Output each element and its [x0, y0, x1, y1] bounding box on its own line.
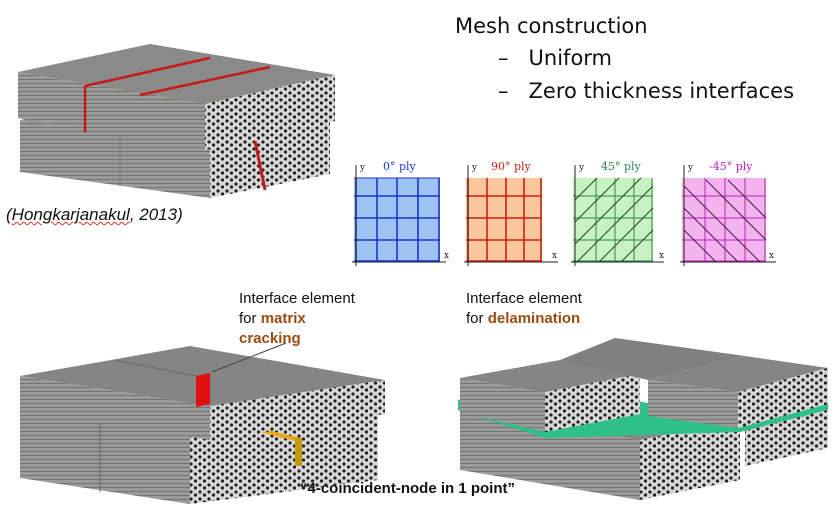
ply-axis-letters: y x y x y x y x — [359, 163, 774, 261]
bullet-dash: – — [498, 79, 509, 103]
citation-author: Hongkarjanakul — [11, 205, 130, 224]
plym45-y-label: y — [687, 163, 694, 173]
ply0-y-label: y — [359, 163, 366, 173]
laminate-3d-view — [18, 44, 335, 198]
bullet-dash: – — [498, 46, 509, 70]
ply-mesh-0 — [354, 177, 440, 262]
delamination-model — [458, 338, 828, 500]
note-highlight: delamination — [487, 310, 581, 327]
ply90-x-label: x — [552, 251, 557, 261]
matrix-cracking-note: Interface element for matrix cracking — [239, 289, 355, 349]
ply-mesh-90 — [466, 178, 542, 262]
citation-year: , 2013) — [129, 205, 183, 224]
citation-open: ( — [6, 205, 12, 224]
note-highlight-2: cracking — [239, 330, 301, 347]
delamination-note: Interface element for delamination — [466, 289, 582, 329]
matrix-cracking-model — [20, 342, 385, 504]
bullet-text: Uniform — [528, 46, 613, 70]
ply45-x-label: x — [659, 251, 664, 261]
ply90-y-label: y — [471, 163, 478, 173]
ply45-y-label: y — [578, 163, 585, 173]
note-prefix: for — [466, 310, 488, 327]
plym45-x-label: x — [769, 251, 774, 261]
note-line1: Interface element — [239, 290, 355, 307]
note-line1: Interface element — [466, 290, 582, 307]
caption: “4-coincident-node in 1 point” — [300, 480, 515, 497]
note-line3: cracking — [239, 329, 355, 349]
ply45-label: 45° ply — [601, 160, 642, 173]
note-prefix: for — [239, 310, 261, 327]
note-line2: for matrix — [239, 309, 355, 329]
slide-title: Mesh construction — [455, 14, 648, 38]
citation: (Hongkarjanakul, 2013) — [6, 205, 183, 225]
note-line2: for delamination — [466, 309, 582, 329]
ply90-label: 90° ply — [491, 160, 532, 173]
bullet-text: Zero thickness interfaces — [528, 79, 795, 103]
bullet-zero-thickness: – Zero thickness interfaces — [498, 79, 794, 103]
bullet-uniform: – Uniform — [498, 46, 612, 70]
ply0-label: 0° ply — [383, 160, 417, 173]
note-highlight: matrix — [260, 310, 306, 327]
ply-axes — [352, 165, 776, 266]
plym45-label: -45° ply — [709, 160, 753, 173]
ply-labels: 0° ply 90° ply 45° ply -45° ply — [383, 160, 753, 173]
ply0-x-label: x — [444, 251, 449, 261]
ply-mesh-45 — [573, 177, 654, 263]
ply-mesh-minus45 — [682, 178, 767, 263]
